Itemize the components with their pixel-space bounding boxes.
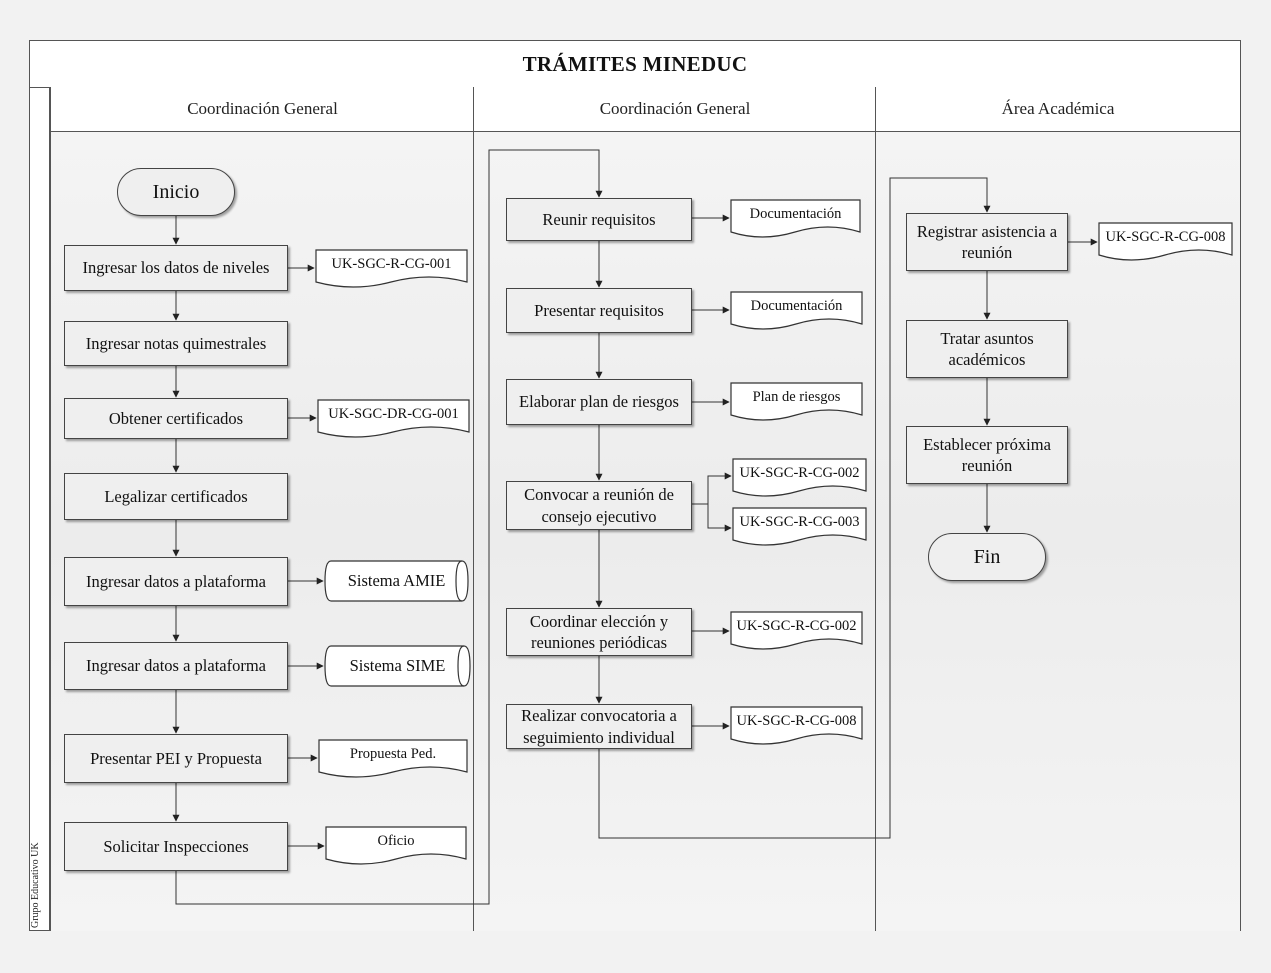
document-cg003-label: UK-SGC-R-CG-003 [739,514,860,530]
document-documentacion-2-label: Documentación [750,298,843,314]
document-cg001: UK-SGC-R-CG-001 [315,249,468,288]
process-elaborar-plan: Elaborar plan de riesgos [506,379,692,425]
database-sime: Sistema SIME [324,645,471,687]
document-drcg001-label: UK-SGC-DR-CG-001 [328,406,459,422]
process-presentar-requisitos: Presentar requisitos [506,288,692,333]
document-plan-riesgos-label: Plan de riesgos [752,389,841,405]
document-cg008-b-label: UK-SGC-R-CG-008 [1105,229,1226,245]
document-propuesta: Propuesta Ped. [318,739,468,778]
end-terminator: Fin [928,533,1046,581]
document-cg008-b: UK-SGC-R-CG-008 [1098,222,1233,261]
document-documentacion-2: Documentación [730,291,863,330]
process-tratar-asuntos: Tratar asuntos académicos [906,320,1068,378]
process-coordinar-eleccion: Coordinar elección y reuniones periódica… [506,608,692,656]
document-oficio-label: Oficio [377,833,415,849]
diagram-title: TRÁMITES MINEDUC [29,40,1241,88]
process-registrar-asistencia: Registrar asistencia a reunión [906,213,1068,271]
document-cg008-a: UK-SGC-R-CG-008 [730,706,863,745]
side-strip [29,87,50,931]
process-obtener-certificados: Obtener certificados [64,398,288,439]
process-ingresar-datos-niveles: Ingresar los datos de niveles [64,245,288,291]
document-cg008-a-label: UK-SGC-R-CG-008 [736,713,857,729]
document-cg002-b: UK-SGC-R-CG-002 [730,611,863,650]
document-cg002-a: UK-SGC-R-CG-002 [732,458,867,497]
database-amie: Sistema AMIE [324,560,469,602]
side-label: Grupo Educativo UK [30,842,41,928]
document-plan-riesgos: Plan de riesgos [730,382,863,421]
start-terminator: Inicio [117,168,235,216]
document-cg001-label: UK-SGC-R-CG-001 [331,256,452,272]
document-documentacion-1: Documentación [730,199,861,238]
process-realizar-convocatoria: Realizar convocatoria a seguimiento indi… [506,704,692,749]
process-legalizar-certificados: Legalizar certificados [64,473,288,520]
document-oficio: Oficio [325,826,467,865]
process-solicitar-inspecciones: Solicitar Inspecciones [64,822,288,871]
process-presentar-pei: Presentar PEI y Propuesta [64,734,288,783]
process-ingresar-plataforma-2: Ingresar datos a plataforma [64,642,288,690]
process-reunir-requisitos: Reunir requisitos [506,198,692,241]
document-cg002-a-label: UK-SGC-R-CG-002 [739,465,860,481]
database-amie-label: Sistema AMIE [347,571,446,590]
lane-header-area-academica: Área Académica [875,87,1241,132]
document-cg002-b-label: UK-SGC-R-CG-002 [736,618,857,634]
process-ingresar-notas: Ingresar notas quimestrales [64,321,288,366]
document-propuesta-label: Propuesta Ped. [349,746,437,762]
document-cg003: UK-SGC-R-CG-003 [732,507,867,546]
document-documentacion-1-label: Documentación [749,206,842,222]
lane-header-coordinacion-1: Coordinación General [50,87,474,132]
process-establecer-reunion: Establecer próxima reunión [906,426,1068,484]
process-ingresar-plataforma-1: Ingresar datos a plataforma [64,557,288,606]
process-convocar-reunion: Convocar a reunión de consejo ejecutivo [506,481,692,530]
database-sime-label: Sistema SIME [349,656,446,675]
lane-header-coordinacion-2: Coordinación General [473,87,876,132]
document-drcg001: UK-SGC-DR-CG-001 [317,399,470,438]
